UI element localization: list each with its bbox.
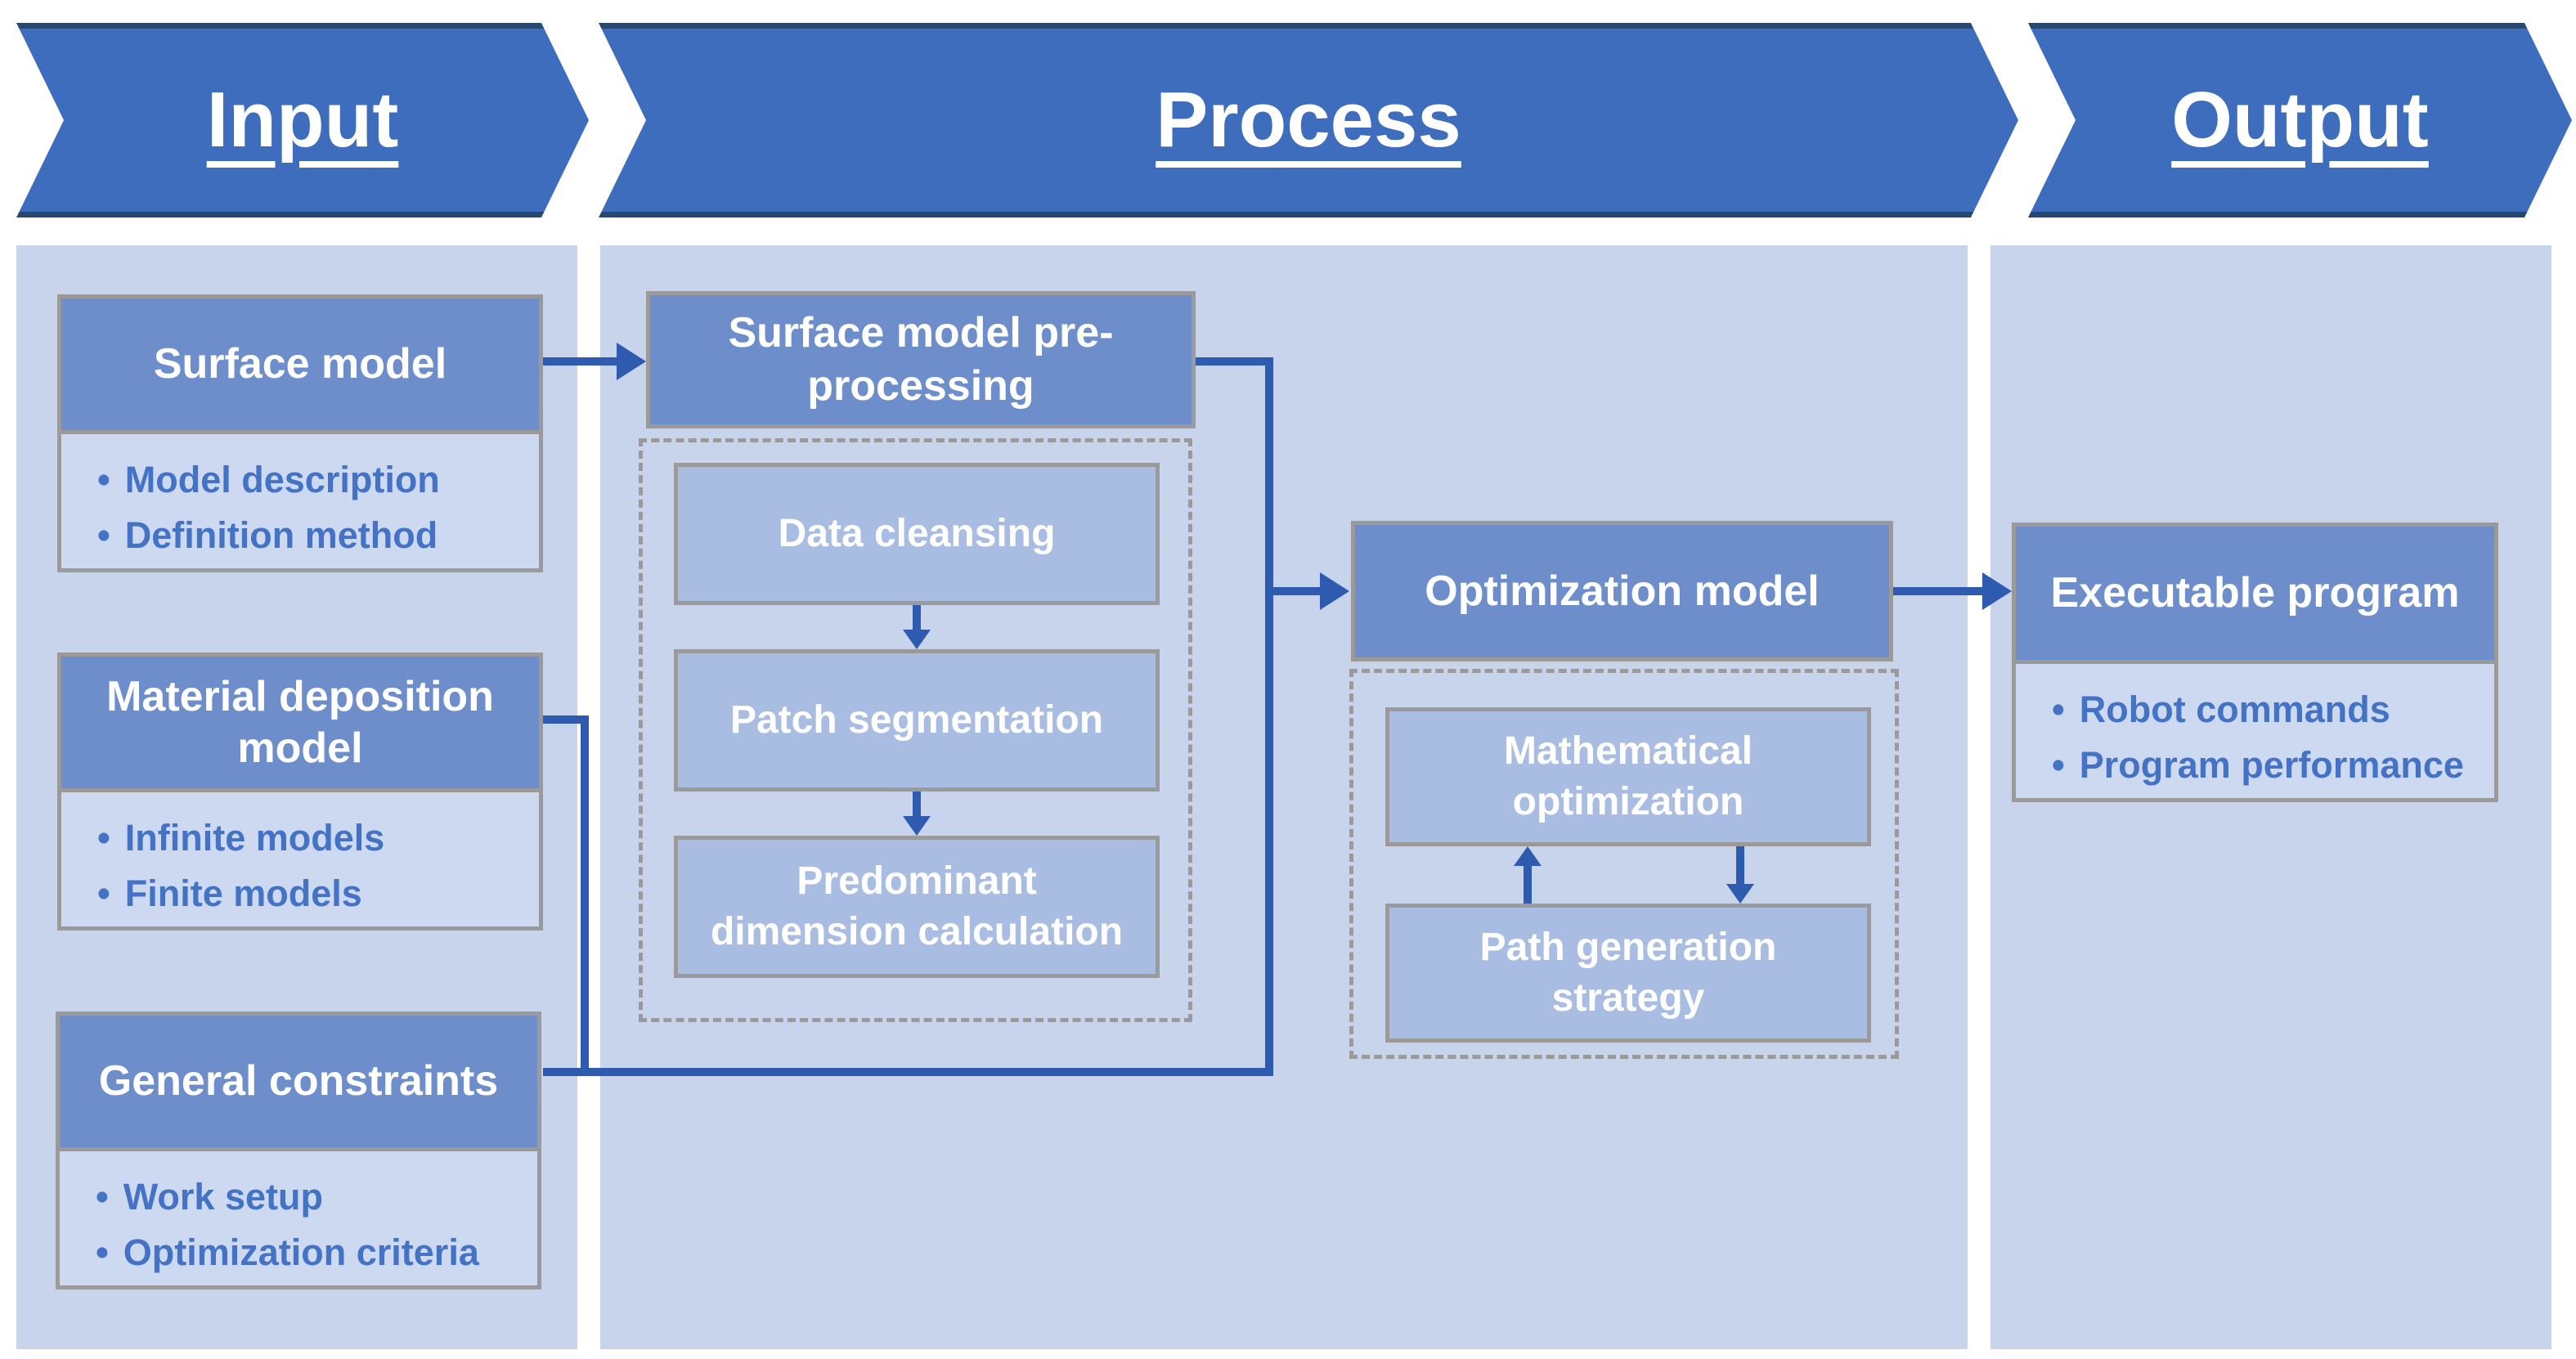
arrow-right-icon [617, 343, 646, 380]
executable-program-bullets: Robot commands Program performance [2016, 664, 2494, 792]
bullet-item: Infinite models [97, 810, 531, 866]
executable-program-box: Executable program Robot commands Progra… [2012, 523, 2498, 802]
optimization-dashed-container [1349, 669, 1899, 1059]
preprocessing-dashed-container [639, 438, 1192, 1022]
bullet-item: Work setup [96, 1169, 529, 1225]
chevron-input: Input [16, 23, 589, 218]
connector-material-deposition-drop-line [581, 715, 589, 1076]
arrow-down-icon [903, 816, 931, 836]
step-predominant-dimension-calculation: Predominant dimension calculation [674, 836, 1160, 978]
connector-material-deposition-line [543, 715, 589, 724]
material-deposition-model-box: Material deposition model Infinite model… [57, 653, 543, 931]
chevron-input-label: Input [206, 76, 399, 164]
step-mathematical-optimization: Mathematical optimization [1385, 707, 1871, 846]
arrow-down-icon [1726, 884, 1754, 904]
surface-model-bullets: Model description Definition method [61, 434, 539, 563]
bullet-item: Model description [97, 452, 531, 508]
connector-bus-to-optimization-line [1269, 587, 1320, 595]
surface-model-header: Surface model [61, 298, 539, 434]
material-deposition-model-header: Material deposition model [61, 657, 539, 792]
connector-surface-to-preprocessing-line [543, 357, 617, 366]
general-constraints-box: General constraints Work setup Optimizat… [56, 1011, 541, 1289]
step-data-cleansing: Data cleansing [674, 463, 1160, 605]
bullet-item: Finite models [97, 866, 531, 922]
optimization-model-header: Optimization model [1351, 521, 1893, 662]
connector-feedback-down-line [1736, 846, 1744, 884]
connector-general-constraints-line [543, 1068, 1273, 1076]
chevron-output: Output [2028, 23, 2572, 218]
bullet-item: Robot commands [2052, 682, 2486, 738]
connector-bus-vertical-line [1265, 357, 1273, 1076]
bullet-item: Definition method [97, 508, 531, 563]
surface-model-preprocessing-header: Surface model pre-processing [646, 291, 1196, 428]
step-patch-segmentation: Patch segmentation [674, 649, 1160, 792]
arrow-up-icon [1514, 846, 1542, 866]
executable-program-header: Executable program [2016, 527, 2494, 664]
connector-optimization-to-executable-line [1893, 587, 1982, 595]
connector-feedback-up-line [1524, 866, 1532, 904]
general-constraints-header: General constraints [60, 1016, 537, 1151]
surface-model-box: Surface model Model description Definiti… [57, 294, 543, 572]
arrow-right-icon [1982, 572, 2012, 610]
bullet-item: Optimization criteria [96, 1225, 529, 1281]
general-constraints-bullets: Work setup Optimization criteria [60, 1151, 537, 1280]
connector-preprocessing-to-bus-line [1196, 357, 1273, 366]
step-path-generation-strategy: Path generation strategy [1385, 904, 1871, 1043]
bullet-item: Program performance [2052, 738, 2486, 793]
connector-step-line [913, 792, 921, 816]
chevron-process-label: Process [1156, 76, 1461, 164]
arrow-down-icon [903, 630, 931, 649]
arrow-right-icon [1320, 572, 1349, 610]
chevron-process: Process [599, 23, 2018, 218]
connector-step-line [913, 605, 921, 630]
chevron-output-label: Output [2171, 76, 2429, 164]
material-deposition-model-bullets: Infinite models Finite models [61, 792, 539, 921]
